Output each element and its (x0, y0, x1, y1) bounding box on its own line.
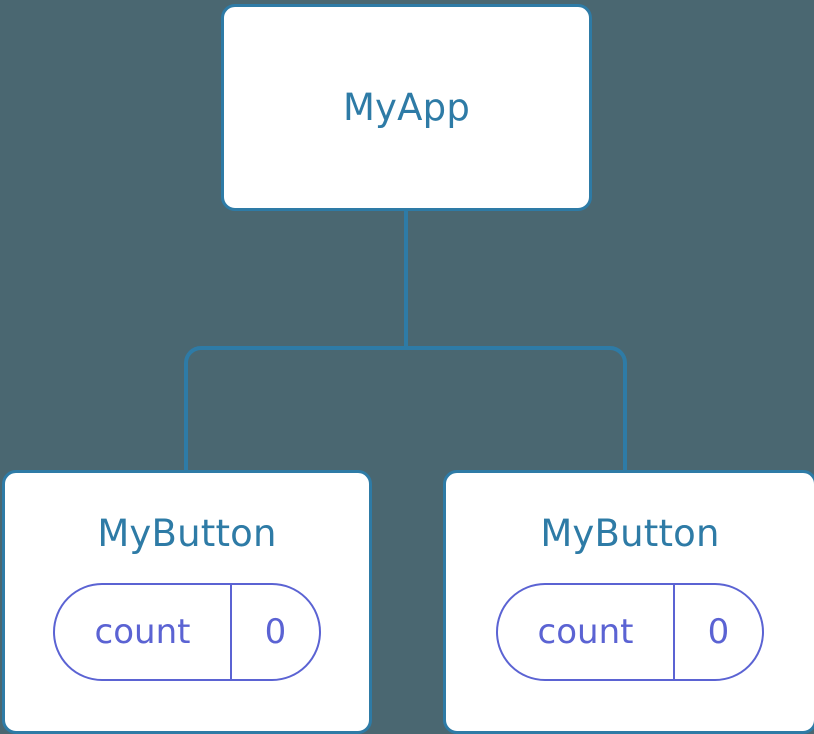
state-pill-count-2[interactable]: count 0 (496, 583, 764, 681)
state-pill-key-2: count (537, 612, 634, 652)
state-pill-count-1[interactable]: count 0 (53, 583, 321, 681)
node-mybutton-1-label: MyButton (97, 512, 277, 555)
edge-to-right-child (406, 346, 627, 474)
node-myapp[interactable]: MyApp (221, 4, 592, 211)
edge-to-left-child (184, 346, 406, 474)
node-mybutton-1[interactable]: MyButton count 0 (2, 470, 372, 734)
state-pill-value-1: 0 (230, 585, 319, 679)
node-myapp-label: MyApp (342, 86, 471, 129)
node-mybutton-2-label: MyButton (540, 512, 720, 555)
state-pill-value-2: 0 (673, 585, 762, 679)
node-mybutton-2[interactable]: MyButton count 0 (443, 470, 814, 734)
state-pill-key-1: count (94, 612, 191, 652)
